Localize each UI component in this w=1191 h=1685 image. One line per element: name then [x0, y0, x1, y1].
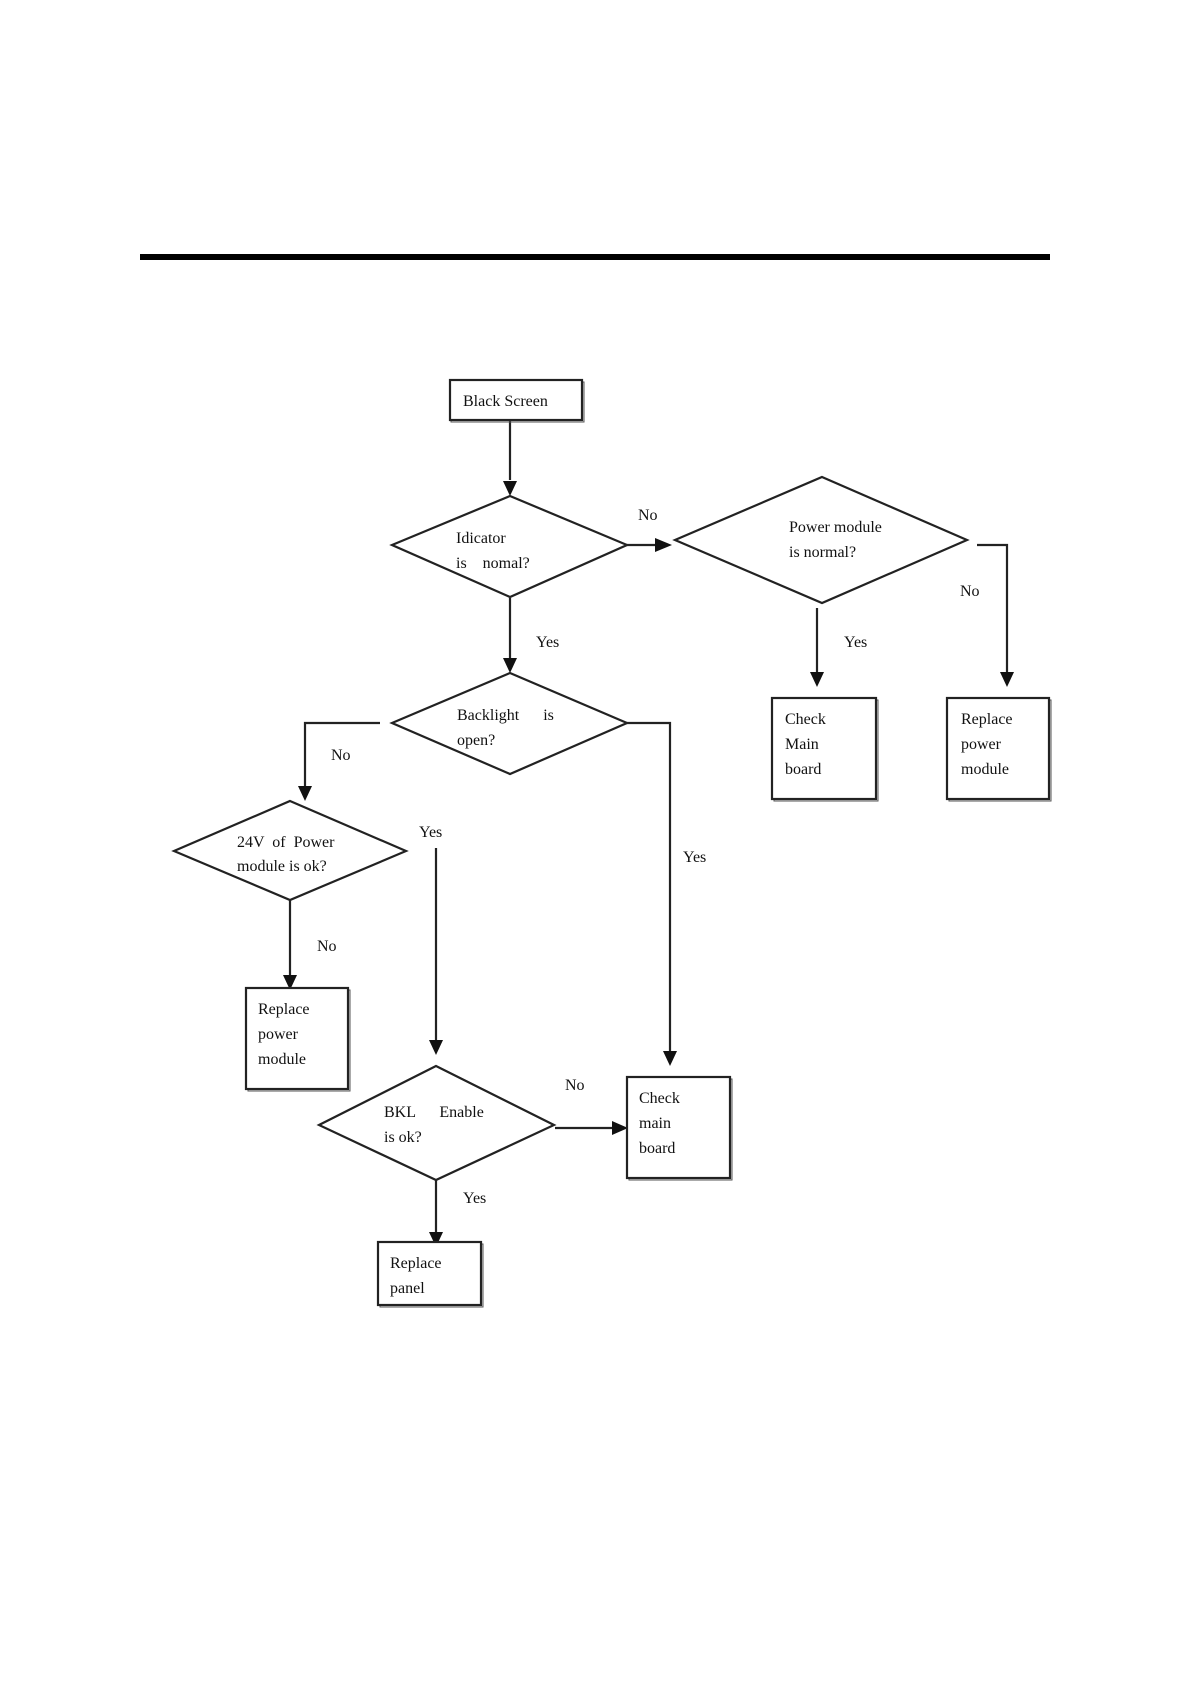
edge-label-power-module-yes: Yes	[844, 634, 867, 651]
node-replace-power-left: Replace power module	[246, 988, 350, 1091]
node-replace-power-top: Replace power module	[947, 698, 1051, 801]
node-replace-panel: Replace panel	[378, 1242, 483, 1307]
node-24v-decision: 24V of Power module is ok?	[174, 801, 406, 900]
node-bkl-enable-line-1: BKL Enable	[384, 1104, 484, 1121]
arrowhead-bkl-enable	[429, 1040, 443, 1055]
node-power-module-decision: Power module is normal?	[675, 477, 967, 603]
node-replace-panel-line-2: panel	[390, 1280, 425, 1297]
node-indicator-line-1: Idicator	[456, 530, 506, 547]
node-check-main-top-line-3: board	[785, 761, 821, 778]
edge-backlight-to-check-main-bottom	[625, 723, 670, 1052]
node-indicator-line-2: is nomal?	[456, 555, 530, 572]
node-check-main-bottom: Check main board	[627, 1077, 732, 1180]
edge-label-indicator-yes: Yes	[536, 634, 559, 651]
node-check-main-top-line-1: Check	[785, 711, 826, 728]
edge-label-bkl-enable-no: No	[565, 1077, 585, 1094]
node-power-module-line-1: Power module	[789, 519, 882, 536]
arrowhead-backlight	[503, 658, 517, 673]
node-bkl-enable-decision: BKL Enable is ok?	[319, 1066, 554, 1180]
node-check-main-top-line-2: Main	[785, 736, 819, 753]
edge-label-power-module-no: No	[960, 583, 980, 600]
node-check-main-bottom-line-2: main	[639, 1115, 671, 1132]
header-rule	[140, 254, 1050, 260]
arrowhead-indicator	[503, 481, 517, 496]
edge-label-backlight-yes: Yes	[683, 849, 706, 866]
node-check-main-bottom-line-1: Check	[639, 1090, 680, 1107]
arrowhead-24v	[298, 786, 312, 801]
node-replace-power-left-line-1: Replace	[258, 1001, 310, 1018]
edge-label-24v-no: No	[317, 938, 337, 955]
arrowhead-check-main-bottom-from-backlight	[663, 1051, 677, 1066]
node-start: Black Screen	[450, 380, 584, 422]
node-check-main-top: Check Main board	[772, 698, 878, 801]
node-check-main-bottom-line-3: board	[639, 1140, 675, 1157]
node-replace-power-top-line-3: module	[961, 761, 1009, 778]
node-replace-power-left-line-3: module	[258, 1051, 306, 1068]
node-indicator-decision: Idicator is nomal?	[392, 496, 627, 597]
edge-label-24v-yes: Yes	[419, 824, 442, 841]
arrowhead-power-module	[655, 538, 672, 552]
arrowhead-check-main-bottom-from-bkl	[612, 1121, 628, 1135]
arrowhead-check-main-top	[810, 672, 824, 687]
node-replace-power-top-line-1: Replace	[961, 711, 1013, 728]
node-bkl-enable-line-2: is ok?	[384, 1129, 422, 1146]
node-power-module-line-2: is normal?	[789, 544, 856, 561]
edge-power-module-to-replace-power	[977, 545, 1007, 672]
node-backlight-decision: Backlight is open?	[392, 673, 627, 774]
node-replace-power-left-line-2: power	[258, 1026, 299, 1043]
node-replace-panel-line-1: Replace	[390, 1255, 442, 1272]
edge-label-indicator-no: No	[638, 507, 658, 524]
node-replace-power-top-line-2: power	[961, 736, 1002, 753]
edge-label-bkl-enable-yes: Yes	[463, 1190, 486, 1207]
node-start-label: Black Screen	[463, 393, 548, 410]
edge-label-backlight-no: No	[331, 747, 351, 764]
arrowhead-replace-power-top	[1000, 672, 1014, 687]
node-24v-line-2: module is ok?	[237, 858, 327, 875]
node-24v-line-1: 24V of Power	[237, 834, 335, 851]
node-backlight-line-2: open?	[457, 732, 495, 749]
node-backlight-line-1: Backlight is	[457, 707, 554, 724]
